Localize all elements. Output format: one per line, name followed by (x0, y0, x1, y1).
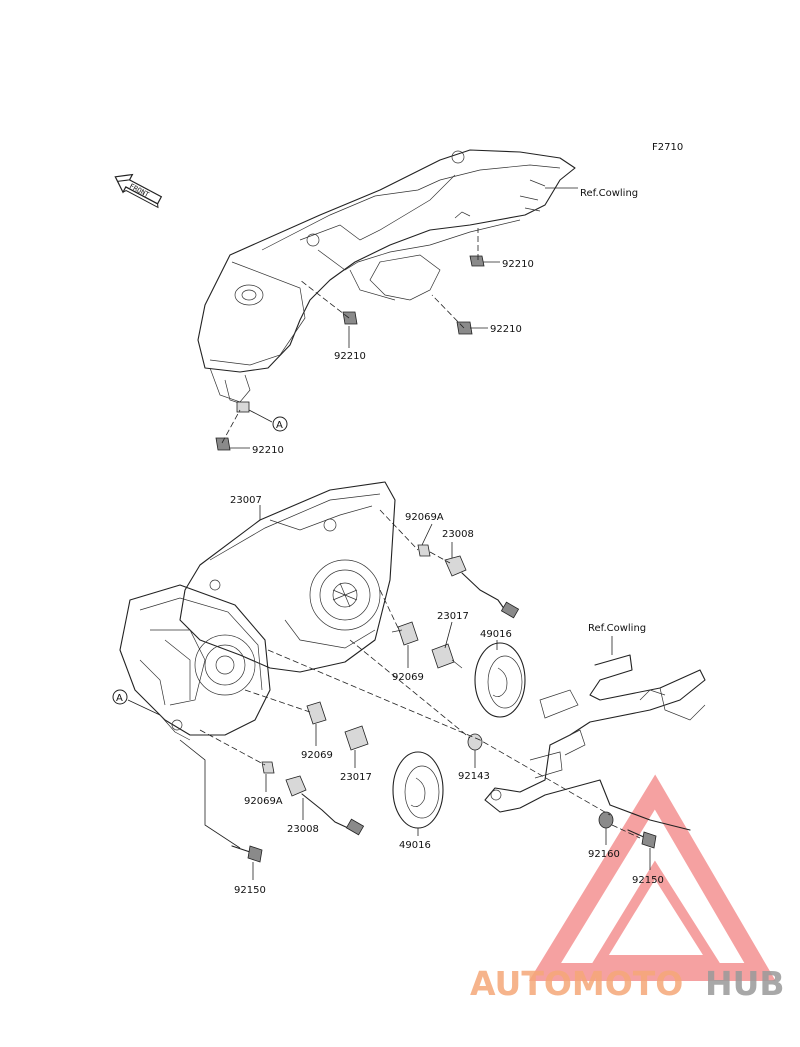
watermark-text: AUTOMOTO HUB (470, 964, 785, 1003)
label-92210-b: 92210 (334, 351, 366, 362)
label-92210-d: 92210 (252, 445, 284, 456)
lower-cowling-bracket (484, 654, 706, 831)
clip-92210-b (342, 311, 358, 325)
label-23017-bottom: 23017 (340, 772, 372, 783)
bolt-92150-left (231, 845, 263, 863)
label-49016-top: 49016 (480, 629, 512, 640)
label-92210-a: 92210 (502, 259, 534, 270)
label-23017-top: 23017 (437, 611, 469, 622)
watermark-part2: HUB (705, 964, 785, 1003)
socket-23008-top (444, 555, 520, 619)
cover-49016-top (474, 642, 526, 718)
ref-cowling-lower: Ref.Cowling (588, 623, 646, 634)
label-92210-c: 92210 (490, 324, 522, 335)
label-92069-top: 92069 (392, 672, 424, 683)
headlight-assembly (119, 481, 396, 741)
bolt-92150-right (627, 829, 657, 849)
label-92069-bottom: 92069 (301, 750, 333, 761)
label-23007: 23007 (230, 495, 262, 506)
washer-92160 (598, 811, 614, 829)
callout-a-upper: A (272, 416, 288, 432)
socket-23017-top (431, 643, 463, 669)
label-92160: 92160 (588, 849, 620, 860)
label-92150-right: 92150 (632, 875, 664, 886)
label-92069a-top: 92069A (405, 512, 444, 523)
clip-92210-a (469, 255, 485, 267)
bulb-92069-top (391, 621, 419, 646)
label-23008-bottom: 23008 (287, 824, 319, 835)
bulb-92069a-bottom (261, 761, 275, 774)
label-23008-top: 23008 (442, 529, 474, 540)
figure-code: F2710 (652, 142, 683, 153)
bulb-92069a-top (417, 544, 431, 557)
label-92150-left: 92150 (234, 885, 266, 896)
bulb-92069-bottom (306, 701, 327, 725)
cover-49016-bottom (392, 751, 444, 829)
svg-text:A: A (116, 693, 123, 704)
callout-a-lower: A (112, 689, 128, 705)
socket-23008-bottom (285, 775, 365, 836)
label-49016-bottom: 49016 (399, 840, 431, 851)
upper-cowling-bracket (197, 149, 576, 413)
label-92143: 92143 (458, 771, 490, 782)
watermark-logo (528, 774, 776, 981)
grommet-92143 (467, 733, 483, 751)
svg-text:A: A (276, 420, 283, 431)
label-92069a-bottom: 92069A (244, 796, 283, 807)
ref-cowling-upper: Ref.Cowling (580, 188, 638, 199)
clip-92210-d (215, 437, 231, 451)
socket-23017-bottom (344, 725, 369, 751)
clip-92210-c (456, 321, 473, 335)
watermark-part1: AUTOMOTO (470, 964, 683, 1003)
front-arrow-icon: FRONT (114, 173, 163, 209)
